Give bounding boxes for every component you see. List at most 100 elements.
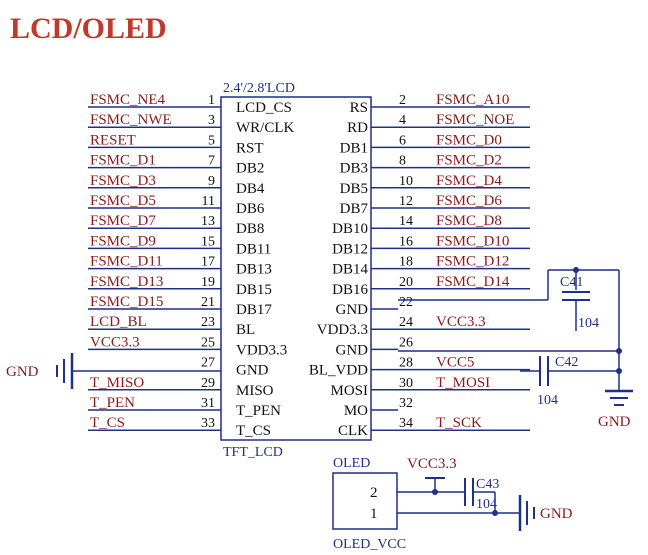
lcd-left-pin-number: 13 [201,214,215,229]
lcd-left-net-label: FSMC_D11 [90,254,163,270]
lcd-right-net-label: FSMC_D14 [436,274,510,290]
lcd-right-net-label: FSMC_D6 [436,193,502,209]
lcd-left-pin-number: 31 [201,396,215,411]
lcd-left-pin-number: 9 [208,174,215,189]
lcd-left-pin-number: 11 [202,194,215,209]
gnd-left-symbol [56,353,221,389]
lcd-right-pin-number: 28 [399,356,413,371]
lcd-right-pin-name: GND [336,342,369,358]
lcd-left-pin-number: 5 [208,133,215,148]
lcd-left-pin-name: T_CS [236,423,271,439]
lcd-right-pin-name: DB16 [332,282,368,298]
lcd-right-pin-name: DB1 [340,140,368,156]
c41-value: 104 [578,316,599,331]
lcd-left-pin-name: DB13 [236,262,272,278]
lcd-left-pin-number: 15 [201,234,215,249]
lcd-right-net-label: FSMC_D12 [436,254,509,270]
lcd-left-pin-number: 19 [201,275,215,290]
lcd-right-pin-number: 2 [399,93,406,108]
lcd-right-pin-number: 4 [399,113,406,128]
oled-wiring [397,477,535,531]
lcd-right-net-label: FSMC_D0 [436,132,502,148]
lcd-right-pin-name: DB5 [340,181,368,197]
lcd-left-pin-name: BL [236,322,255,338]
lcd-left-net-label: T_CS [90,415,125,431]
lcd-left-net-label: LCD_BL [90,314,147,330]
lcd-right-pin-name: DB7 [340,201,369,217]
lcd-right-pin-number: 6 [399,133,406,148]
c41-ref: C41 [560,275,583,290]
lcd-right-pin-number: 12 [399,194,413,209]
oled-pin-1: 1 [370,506,378,522]
lcd-left-net-label: RESET [90,132,136,148]
lcd-right-net-label: T_SCK [436,415,482,431]
lcd-left-pin-number: 25 [201,335,215,350]
c42-ref: C42 [555,355,578,370]
lcd-footer-label: TFT_LCD [223,445,283,460]
lcd-right-pin-number: 30 [399,376,413,391]
lcd-left-net-label: FSMC_D1 [90,153,156,169]
lcd-left-pin-name: DB6 [236,201,265,217]
lcd-right-pin-name: BL_VDD [309,363,368,379]
lcd-left-pin-number: 3 [208,113,215,128]
lcd-left-pin-number: 23 [201,315,215,330]
lcd-right-pin-name: DB10 [332,221,368,237]
lcd-left-net-label: FSMC_D13 [90,274,163,290]
lcd-right-pin-name: RD [347,120,368,136]
lcd-right-pin-number: 34 [399,416,413,431]
lcd-left-pin-number: 17 [201,255,215,270]
lcd-right-pin-number: 14 [399,214,413,229]
lcd-right-net-label: FSMC_NOE [436,112,514,128]
c43-ref: C43 [476,477,499,492]
lcd-left-pin-name: RST [236,140,264,156]
lcd-right-pin-number: 26 [399,335,413,350]
lcd-left-net-label: T_PEN [90,395,135,411]
lcd-right-pin-name: MOSI [330,383,368,399]
lcd-right-pin-number: 10 [399,174,413,189]
lcd-left-pin-name: GND [236,363,269,379]
lcd-left-pin-name: DB4 [236,181,265,197]
lcd-right-pin-number: 32 [399,396,413,411]
lcd-left-pin-name: VDD3.3 [236,342,287,358]
lcd-right-pin-name: CLK [338,423,368,439]
lcd-right-pin-number: 8 [399,154,406,169]
lcd-left-net-label: FSMC_NE4 [90,92,166,108]
oled-gnd-label: GND [540,506,573,522]
lcd-left-net-label: T_MISO [90,375,144,391]
lcd-left-pin-name: DB2 [236,161,264,177]
lcd-right-net-label: FSMC_D4 [436,173,502,189]
lcd-right-pin-number: 24 [399,315,413,330]
lcd-right-net-label: FSMC_D2 [436,153,502,169]
lcd-left-pin-name: DB11 [236,241,271,257]
lcd-right-pin-name: GND [336,302,369,318]
lcd-right-net-label: FSMC_A10 [436,92,509,108]
lcd-left-pin-number: 29 [201,376,215,391]
lcd-left-pin-number: 21 [201,295,215,310]
lcd-right-pin-number: 16 [399,234,413,249]
lcd-right-pin-number: 22 [399,295,413,310]
lcd-right-pin-number: 20 [399,275,413,290]
lcd-left-pin-name: WR/CLK [236,120,294,136]
lcd-header-label: 2.4'/2.8'LCD [223,81,295,96]
lcd-right-pin-name: DB12 [332,241,368,257]
lcd-left-pin-name: MISO [236,383,274,399]
oled-footer-label: OLED_VCC [333,537,406,552]
lcd-right-net-label: FSMC_D8 [436,213,502,229]
oled-pin-2: 2 [370,485,378,501]
lcd-left-pin-name: LCD_CS [236,100,292,116]
oled-vcc-label: VCC3.3 [407,456,457,472]
lcd-right-pin-name: MO [344,403,368,419]
lcd-left-pin-name: T_PEN [236,403,281,419]
lcd-right-pin-name: VDD3.3 [317,322,368,338]
lcd-left-net-label: FSMC_D5 [90,193,156,209]
lcd-right-pin-name: RS [350,100,368,116]
lcd-right-net-label: T_MOSI [436,375,490,391]
lcd-right-pin-name: DB3 [340,161,368,177]
lcd-left-pin-number: 1 [208,93,215,108]
lcd-left-pin-name: DB8 [236,221,264,237]
lcd-left-net-label: FSMC_D3 [90,173,156,189]
oled-header-label: OLED [333,456,370,471]
lcd-left-net-label: FSMC_D15 [90,294,163,310]
